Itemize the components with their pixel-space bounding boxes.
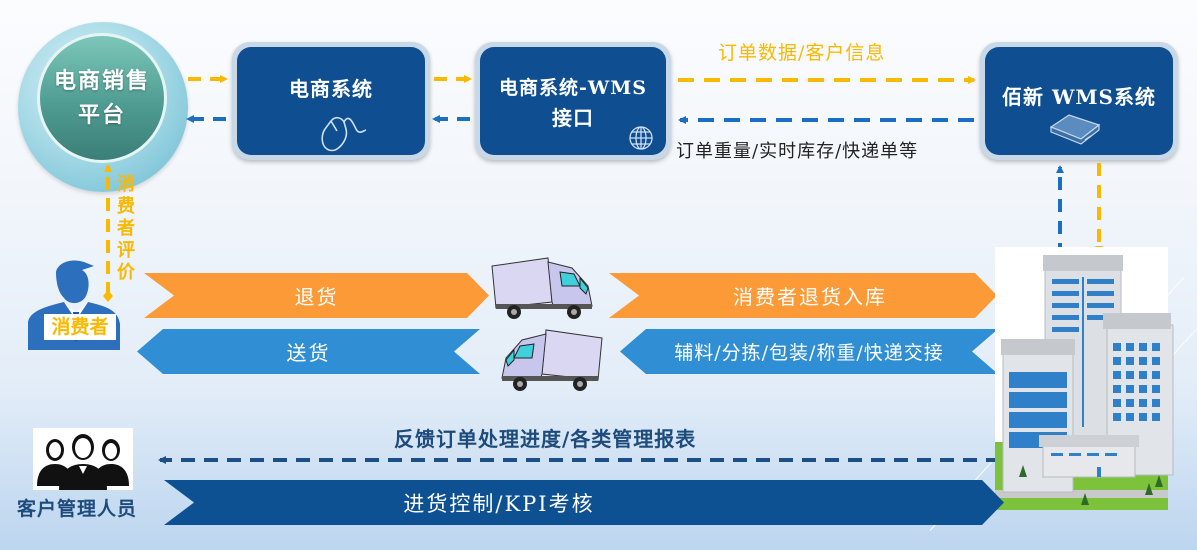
- review-char: 消: [117, 174, 135, 195]
- delivery-ribbon: 送货: [137, 329, 480, 374]
- order-weight-label: 订单重量/实时库存/快递单等: [676, 141, 919, 162]
- ecommerce-platform-label: 电商销售 平台: [37, 33, 167, 163]
- review-char: 价: [117, 262, 135, 283]
- ecommerce-system-label: 电商系统: [289, 77, 373, 101]
- mouse-icon: [321, 116, 367, 152]
- processing-ribbon: 辅料/分拣/包装/称重/快递交接: [620, 329, 998, 374]
- people-group-icon: [37, 434, 129, 490]
- warehouse-building-icon: [995, 247, 1174, 510]
- interface-label-line-1: 电商系统-WMS: [499, 77, 647, 99]
- platform-line-2: 平台: [77, 102, 126, 128]
- return-label: 退货: [294, 285, 339, 309]
- review-char: 评: [117, 240, 135, 261]
- managers-label: 客户管理人员: [17, 498, 138, 520]
- return-to-stock-label: 消费者退货入库: [733, 285, 887, 309]
- truck-icon: [491, 257, 593, 319]
- ecommerce-wms-interface-box: 电商系统-WMS 接口: [475, 42, 671, 160]
- baixin-wms-system-box: 佰新 WMS系统: [980, 42, 1178, 160]
- consumer-label: 消费者: [44, 314, 116, 340]
- review-arrow-tail: [103, 290, 113, 302]
- purchase-kpi-label: 进货控制/KPI考核: [403, 491, 595, 516]
- platform-line-1: 电商销售: [53, 68, 150, 94]
- review-char: 者: [117, 218, 135, 239]
- review-char: 费: [117, 196, 135, 217]
- interface-label-line-2: 接口: [552, 106, 594, 130]
- feedback-label: 反馈订单处理进度/各类管理报表: [394, 427, 697, 451]
- order-data-label: 订单数据/客户信息: [718, 42, 886, 64]
- wms-system-label: 佰新 WMS系统: [1001, 85, 1156, 109]
- return-to-stock-ribbon: 消费者退货入库: [609, 273, 997, 318]
- hard-drive-icon: [1049, 114, 1101, 145]
- ecommerce-system-box: 电商系统: [232, 42, 430, 160]
- delivery-label: 送货: [286, 341, 331, 365]
- truck-icon: [501, 329, 603, 391]
- globe-icon: [629, 126, 653, 150]
- consumer-review-label: 消 费 者 评 价: [114, 174, 138, 284]
- purchase-kpi-ribbon: 进货控制/KPI考核: [164, 480, 1004, 525]
- managers-icon-box: [33, 428, 133, 490]
- processing-label: 辅料/分拣/包装/称重/快递交接: [674, 342, 944, 364]
- return-ribbon: 退货: [144, 273, 489, 318]
